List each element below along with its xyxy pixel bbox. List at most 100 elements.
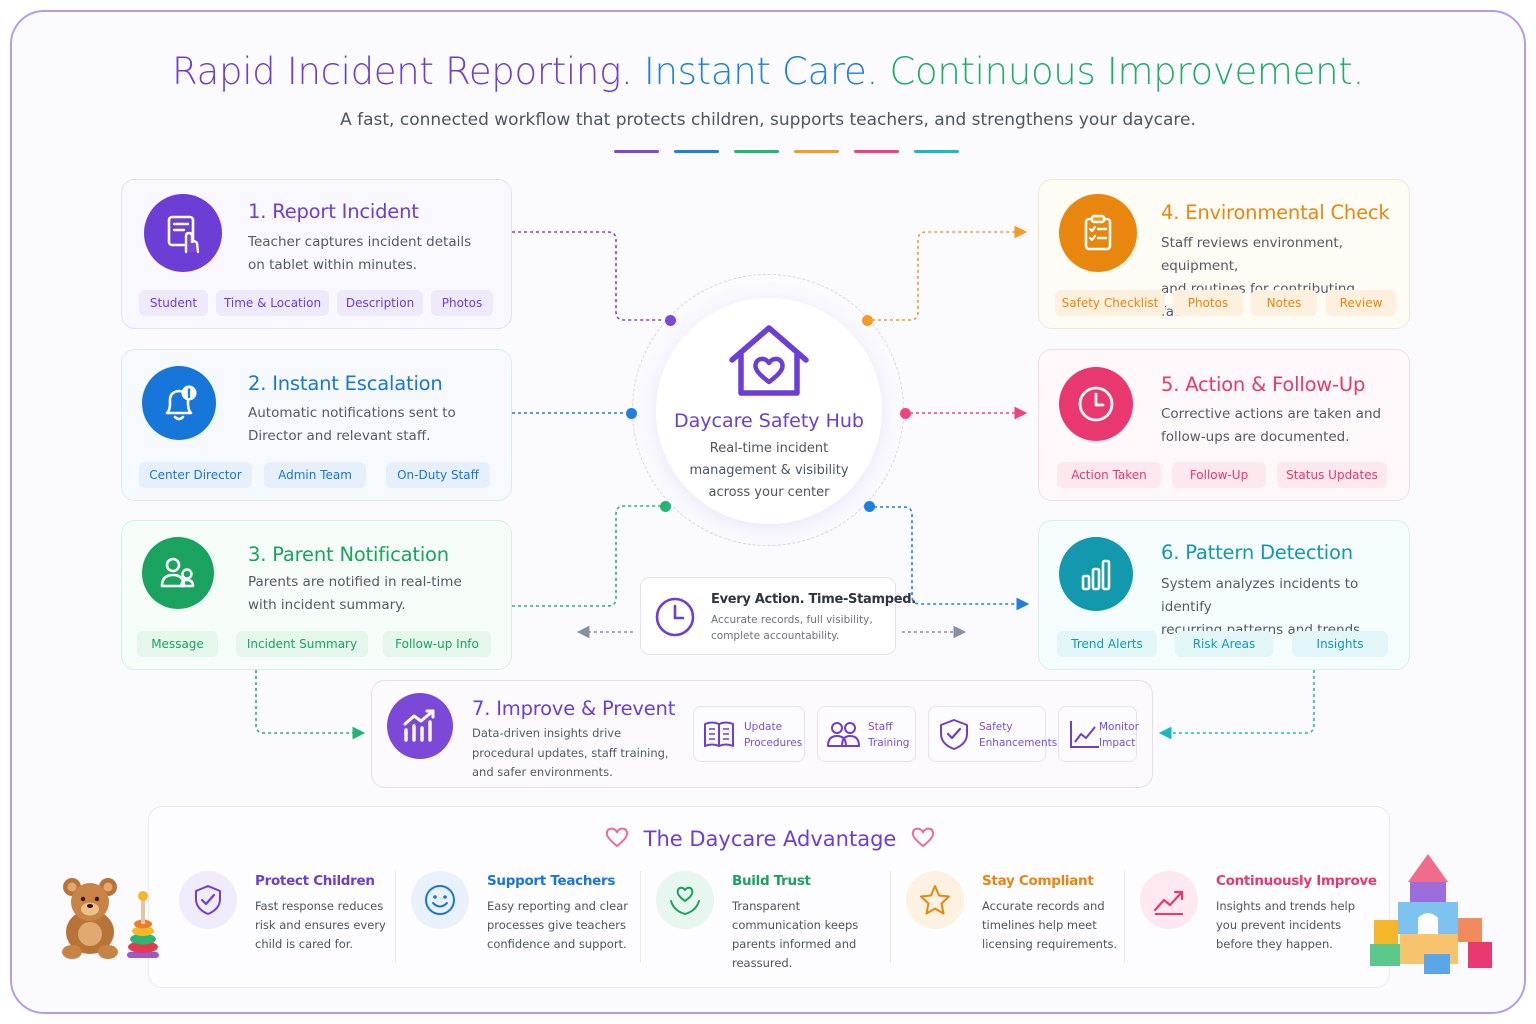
open-book-icon — [704, 721, 734, 747]
advantage-item-description: Easy reporting and clear processes give … — [487, 899, 628, 951]
title-part-care: Instant Care. — [643, 50, 878, 93]
step-4-tag[interactable]: Notes — [1251, 290, 1317, 316]
step-4-tag[interactable]: Photos — [1173, 290, 1243, 316]
heart-icon — [912, 827, 935, 848]
advantage-item-description: Fast response reduces risk and ensures e… — [255, 899, 386, 951]
step-1-title: 1. Report Incident — [248, 200, 419, 223]
shield-check-icon — [940, 719, 968, 750]
accent-bar — [734, 150, 779, 153]
step-3-title: 3. Parent Notification — [248, 543, 449, 566]
page-subtitle: A fast, connected workflow that protects… — [340, 110, 1196, 130]
step-3-tag[interactable]: Message — [137, 631, 218, 657]
title-part-improvement: Continuous Improvement. — [889, 50, 1364, 93]
step-3-tag[interactable]: Follow-up Info — [383, 631, 491, 657]
step-6-tag[interactable]: Insights — [1292, 631, 1388, 657]
advantage-divider — [640, 871, 641, 963]
step-5-tag[interactable]: Follow-Up — [1172, 462, 1266, 488]
bar-chart-icon — [1081, 559, 1111, 591]
step-5-tag[interactable]: Status Updates — [1277, 462, 1387, 488]
step-1-tag[interactable]: Time & Location — [216, 290, 329, 316]
step-2-tag[interactable]: Admin Team — [264, 462, 366, 488]
advantage-item-description: Accurate records and timelines help meet… — [982, 899, 1118, 951]
step-4-tag[interactable]: Safety Checklist — [1055, 290, 1165, 316]
parents-icon — [160, 557, 195, 588]
hub-dot-orange — [862, 315, 873, 326]
step-5-title: 5. Action & Follow-Up — [1161, 373, 1366, 396]
step-2-title: 2. Instant Escalation — [248, 372, 443, 395]
advantage-item-title: Build Trust — [732, 873, 811, 889]
advantage-divider — [890, 871, 891, 963]
step-7-title: 7. Improve & Prevent — [472, 697, 676, 720]
bell-alert-icon — [165, 385, 197, 421]
step-5-tag[interactable]: Action Taken — [1057, 462, 1161, 488]
step-3-tag[interactable]: Incident Summary — [236, 631, 368, 657]
step-1-tag[interactable]: Student — [139, 290, 208, 316]
heart-hands-icon — [670, 886, 700, 916]
advantage-item-title: Stay Compliant — [982, 873, 1094, 889]
advantage-divider — [1124, 871, 1125, 963]
accent-bar — [914, 150, 959, 153]
step-1-tag[interactable]: Photos — [431, 290, 493, 316]
timestamp-description: Accurate records, full visibility, compl… — [711, 614, 873, 642]
timestamp-title: Every Action. Time-Stamped. — [711, 592, 916, 607]
clipboard-checklist-icon — [1084, 214, 1112, 251]
step-1-tag[interactable]: Description — [337, 290, 423, 316]
title-part-reporting: Rapid Incident Reporting. — [172, 50, 633, 93]
step-7-icon-circle — [387, 693, 453, 759]
hub-dot-blue-2 — [864, 501, 875, 512]
accent-bars — [614, 150, 959, 153]
step-6-tag[interactable]: Trend Alerts — [1057, 631, 1157, 657]
safety-hub[interactable]: Daycare Safety Hub Real-time incident ma… — [656, 298, 882, 524]
step-6-icon-circle — [1059, 537, 1133, 611]
advantage-item-description: Insights and trends help you prevent inc… — [1216, 899, 1356, 951]
smiley-icon — [425, 885, 455, 915]
house-heart-icon — [729, 325, 809, 396]
hub-description: Real-time incident management & visibili… — [689, 441, 849, 500]
clock-icon — [655, 597, 695, 637]
growth-chart-icon — [403, 709, 435, 742]
advantage-icon-circle — [411, 871, 469, 929]
hub-title: Daycare Safety Hub — [674, 410, 864, 432]
step-6-tag[interactable]: Risk Areas — [1175, 631, 1273, 657]
advantage-item-title: Protect Children — [255, 873, 375, 889]
star-icon — [920, 885, 950, 915]
hub-dot-green — [660, 501, 671, 512]
step-2-icon-circle — [142, 366, 216, 440]
accent-bar — [614, 150, 659, 153]
step-4-icon-circle — [1059, 194, 1137, 272]
advantage-icon-circle — [1140, 871, 1198, 929]
shield-check-icon — [195, 885, 221, 915]
step-1-icon-circle — [144, 194, 222, 272]
step-5-icon-circle — [1059, 367, 1133, 441]
accent-bar — [794, 150, 839, 153]
people-icon — [827, 722, 860, 747]
advantage-title: The Daycare Advantage — [149, 825, 1391, 851]
step-2-tag[interactable]: Center Director — [139, 462, 252, 488]
accent-bar — [674, 150, 719, 153]
step-2-tag[interactable]: On-Duty Staff — [386, 462, 490, 488]
step-7-description: Data-driven insights drive procedural up… — [472, 726, 669, 779]
tablet-touch-icon — [167, 215, 200, 254]
step-4-tag[interactable]: Review — [1326, 290, 1396, 316]
